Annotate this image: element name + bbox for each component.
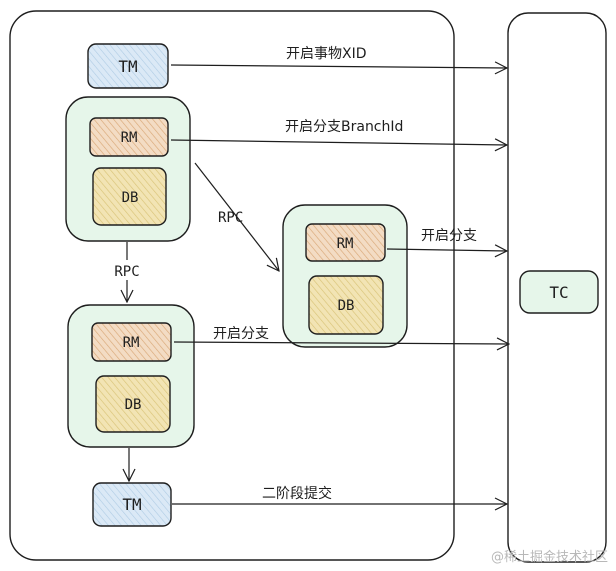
rm-left-label: RM: [121, 130, 138, 146]
db-left-label: DB: [122, 190, 139, 206]
edge-label-rpc-diagonal: RPC: [218, 210, 243, 226]
rm-mid-label: RM: [337, 236, 354, 252]
edge-label-open-branch-bottom: 开启分支: [213, 326, 269, 342]
edge-label-two-phase-commit: 二阶段提交: [262, 485, 332, 502]
arrow-tm-to-tc: [170, 65, 507, 68]
rm-left-box[interactable]: [89, 117, 169, 157]
edge-label-open-branch-id: 开启分支BranchId: [285, 119, 403, 135]
edge-label-rpc-vertical: RPC: [114, 264, 139, 280]
tm-top-label: TM: [118, 57, 137, 76]
tm-bottom-label: TM: [122, 495, 141, 514]
rm-bottom-box[interactable]: [91, 322, 172, 362]
arrow-rm-bottom-to-tc: [173, 342, 509, 344]
edge-label-open-branch-mid: 开启分支: [421, 228, 477, 244]
rm-mid-box[interactable]: [305, 223, 386, 262]
db-bottom-label: DB: [125, 397, 142, 413]
rm-bottom-label: RM: [123, 335, 140, 351]
db-mid-label: DB: [338, 298, 355, 314]
arrow-rpc-diagonal: [194, 162, 279, 271]
tm-top-box[interactable]: [87, 43, 169, 89]
tc-label: TC: [549, 283, 568, 302]
rpc-label-background: [107, 260, 147, 280]
edge-label-open-xid: 开启事物XID: [286, 46, 367, 62]
tc-box[interactable]: [519, 270, 599, 314]
db-left-box[interactable]: [92, 167, 167, 226]
tm-bottom-box[interactable]: [92, 482, 172, 527]
arrow-rm-left-to-tc: [170, 140, 507, 145]
arrow-rm-mid-to-tc: [386, 249, 507, 251]
db-bottom-box[interactable]: [95, 375, 171, 433]
db-mid-box[interactable]: [308, 275, 384, 335]
